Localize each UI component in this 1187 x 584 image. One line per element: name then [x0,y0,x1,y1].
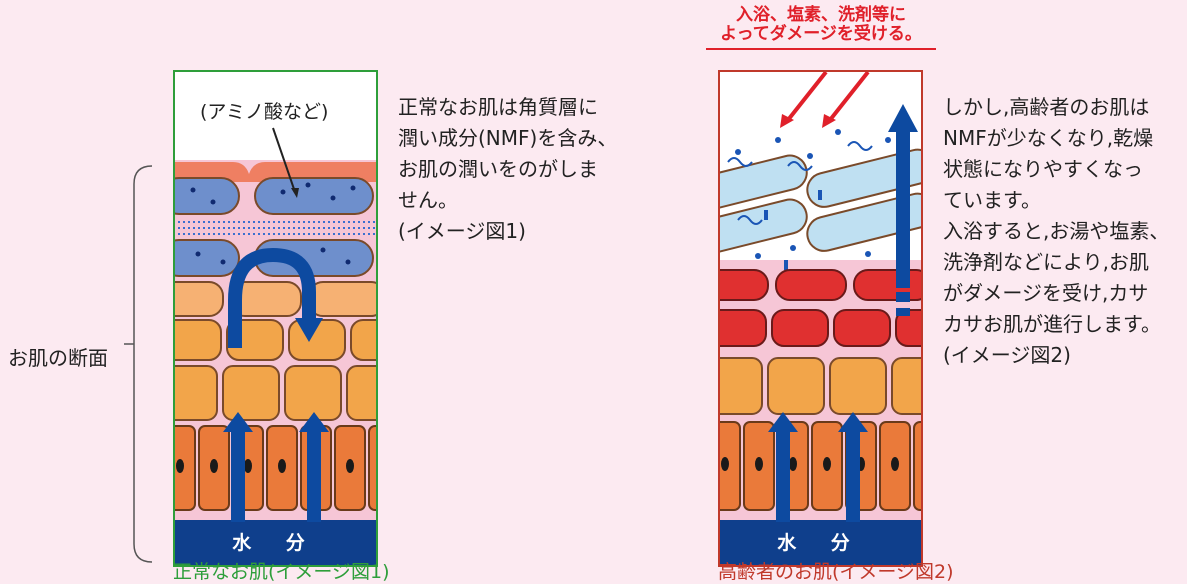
damage-warning: 入浴、塩素、洗剤等に よってダメージを受ける。 [706,6,936,44]
aged-desc-line: ています。 [943,188,1041,212]
aged-desc-line: 状態になりやすくなっ [943,157,1143,181]
normal-skin-frame [173,70,378,567]
damage-warning-line: 入浴、塩素、洗剤等に [736,5,906,25]
aged-water-label: 水 分 [777,532,864,554]
aged-desc-line: がダメージを受け,カサ [943,281,1149,305]
aged-skin-frame [718,70,923,567]
normal-caption: 正常なお肌(イメージ図1) [173,561,390,583]
normal-desc-line: (イメージ図1) [398,219,526,243]
normal-desc-line: 潤い成分(NMF)を含み、 [398,126,618,150]
normal-description: 正常なお肌は角質層に 潤い成分(NMF)を含み、 お肌の潤いをのがしま せん。 … [398,92,617,247]
normal-skin-diagram [173,70,378,567]
warning-underline [706,48,936,50]
cross-section-label: お肌の断面 [8,346,108,370]
normal-desc-line: せん。 [398,188,458,212]
aged-skin-diagram [718,70,923,567]
aged-description: しかし,高齢者のお肌は NMFが少なくなり,乾燥 状態になりやすくなっ ています… [943,92,1169,371]
aged-desc-line: NMFが少なくなり,乾燥 [943,126,1154,150]
normal-water-label: 水 分 [232,532,319,554]
cross-section-bracket [124,165,153,563]
normal-desc-line: お肌の潤いをのがしま [398,157,598,181]
aged-desc-line: (イメージ図2) [943,343,1071,367]
damage-warning-line: よってダメージを受ける。 [720,24,922,44]
aged-desc-line: しかし,高齢者のお肌は [943,95,1150,119]
aged-caption: 高齢者のお肌(イメージ図2) [718,561,954,583]
aged-desc-line: カサお肌が進行します。 [943,312,1161,336]
aged-desc-line: 入浴すると,お湯や塩素、 [943,219,1170,243]
nmf-label: (アミノ酸など) [200,101,329,123]
normal-desc-line: 正常なお肌は角質層に [398,95,598,119]
aged-desc-line: 洗浄剤などにより,お肌 [943,250,1149,274]
